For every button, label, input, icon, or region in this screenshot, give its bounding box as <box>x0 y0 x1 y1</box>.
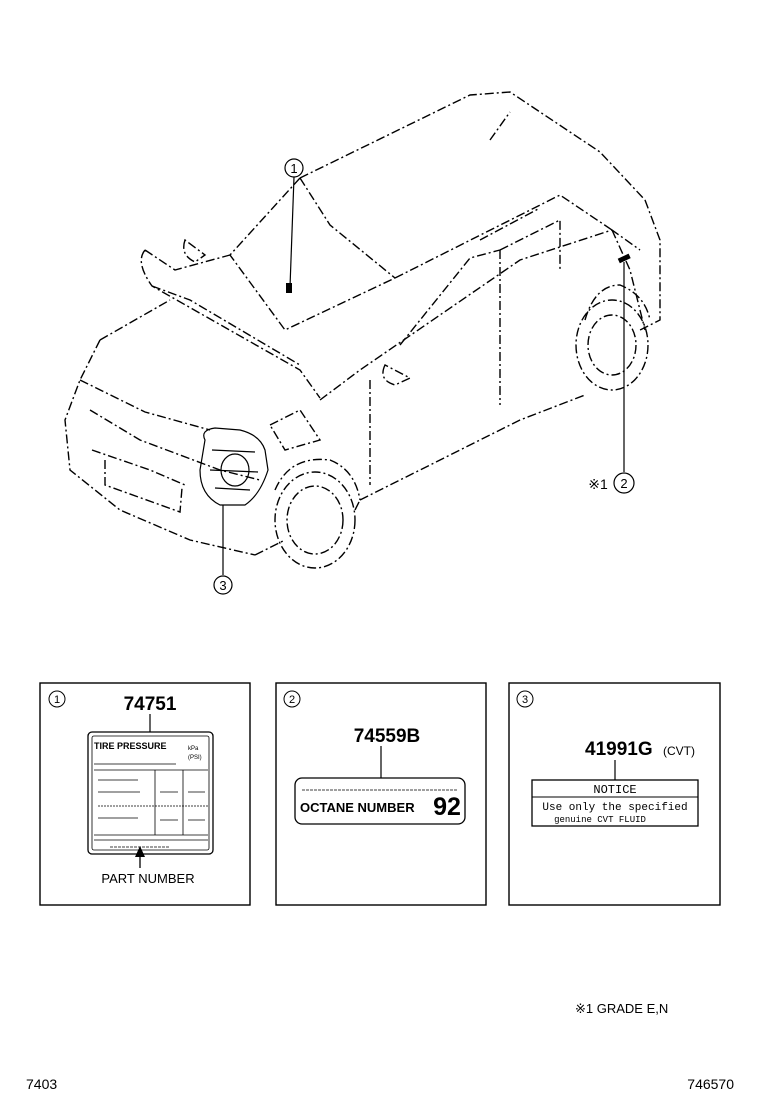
svg-text:kPa: kPa <box>188 746 199 752</box>
svg-text:1: 1 <box>290 161 297 176</box>
part-number-41991g: 41991G <box>585 739 653 760</box>
svg-text:TIRE PRESSURE: TIRE PRESSURE <box>94 741 167 751</box>
panel-1: 1 74751 TIRE PRESSURE kPa (PSI) <box>39 682 251 906</box>
callout-2: ※1 2 <box>588 472 635 494</box>
part-number-caption: PART NUMBER <box>101 871 194 886</box>
svg-text:2: 2 <box>620 476 627 491</box>
panel-2: 2 74559B OCTANE NUMBER 92 <box>275 682 487 906</box>
svg-text:Use only the specified: Use only the specified <box>542 802 687 814</box>
part-number-74559b: 74559B <box>354 726 421 747</box>
car-illustration <box>64 91 661 569</box>
callout-3: 3 <box>213 575 233 595</box>
tire-pressure-label <box>87 731 214 855</box>
illustration-number: 746570 <box>687 1076 734 1092</box>
svg-text:1: 1 <box>54 694 60 706</box>
svg-text:(CVT): (CVT) <box>663 744 695 758</box>
svg-text:3: 3 <box>522 694 528 706</box>
diagram-code: 7403 <box>26 1076 58 1092</box>
panel-3: 3 41991G (CVT) NOTICE Use only the speci… <box>508 682 721 906</box>
callout-1: 1 <box>284 158 304 178</box>
svg-text:OCTANE NUMBER: OCTANE NUMBER <box>300 800 415 815</box>
svg-text:genuine CVT FLUID: genuine CVT FLUID <box>554 815 646 825</box>
transmission-unit <box>199 427 269 506</box>
part-number-74751: 74751 <box>124 694 177 715</box>
label-mark-1 <box>286 283 292 293</box>
cvt-notice-label <box>531 779 699 827</box>
svg-text:3: 3 <box>219 578 226 593</box>
svg-text:NOTICE: NOTICE <box>593 783 636 797</box>
grade-footnote: ※1 GRADE E,N <box>575 1001 668 1016</box>
leader-line-1 <box>289 176 295 288</box>
label-mark-2 <box>617 253 631 264</box>
svg-text:※1: ※1 <box>588 476 608 492</box>
octane-label <box>294 777 466 825</box>
svg-text:2: 2 <box>289 694 295 706</box>
svg-text:(PSI): (PSI) <box>188 755 202 761</box>
svg-text:92: 92 <box>433 793 461 821</box>
